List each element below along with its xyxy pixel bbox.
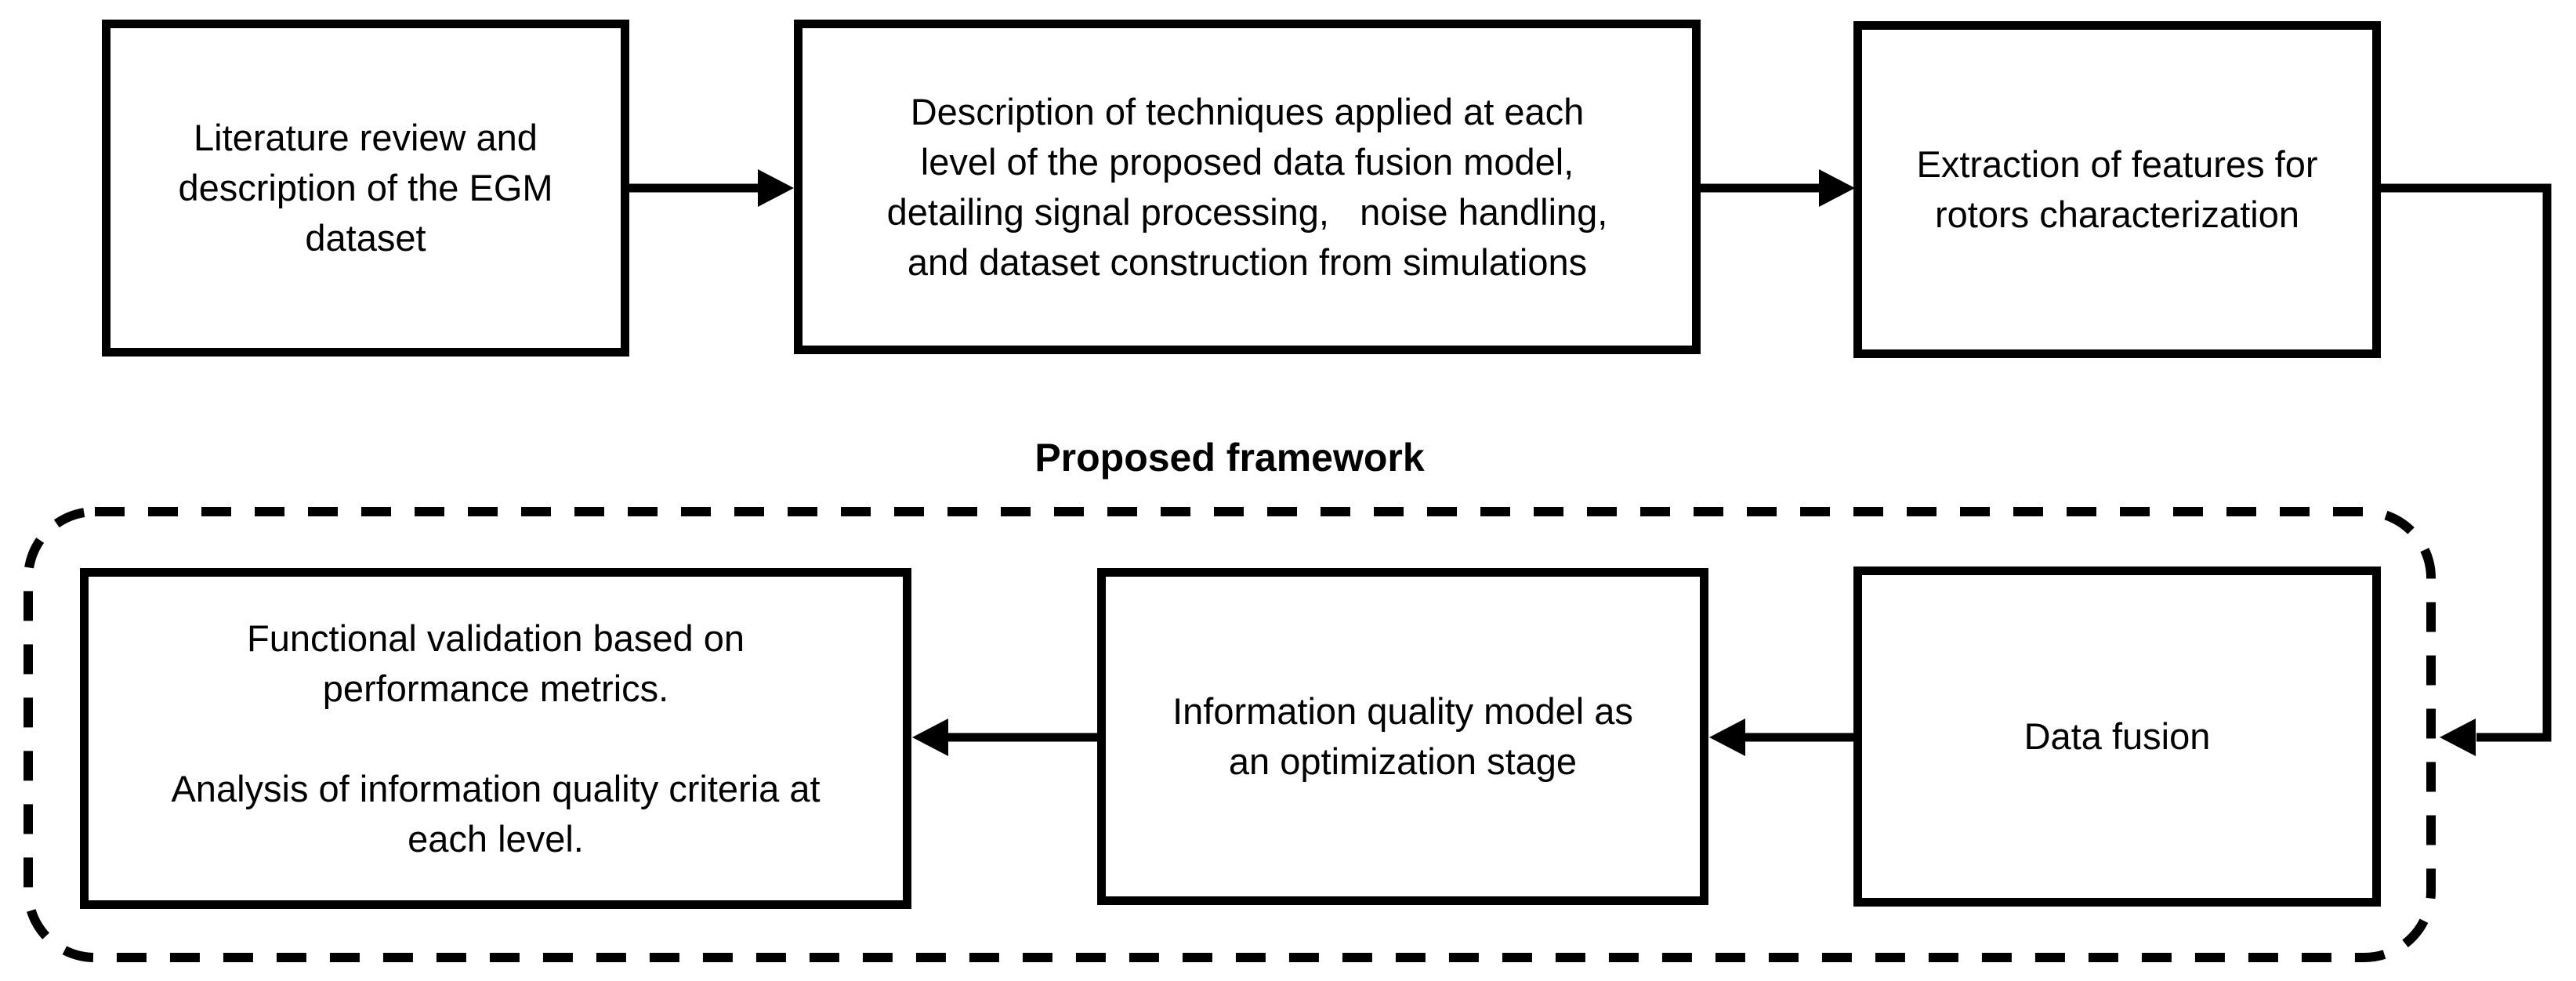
node-functional-validation-text: Functional validation based on performan… bbox=[171, 617, 821, 860]
node-feature-extraction: Extraction of features for rotors charac… bbox=[1853, 21, 2381, 358]
arrow-quality-to-validation-head bbox=[912, 719, 948, 756]
connector-extraction-to-framework-head bbox=[2440, 719, 2476, 756]
node-feature-extraction-text: Extraction of features for rotors charac… bbox=[1916, 143, 2318, 235]
framework-dashed-border bbox=[24, 507, 2436, 962]
node-techniques-description: Description of techniques applied at eac… bbox=[794, 20, 1701, 354]
arrow-literature-to-techniques-head bbox=[758, 169, 794, 207]
connector-extraction-to-framework-line bbox=[2381, 183, 2552, 742]
node-literature-review: Literature review and description of the… bbox=[102, 20, 629, 357]
node-data-fusion-text: Data fusion bbox=[2023, 715, 2211, 757]
node-data-fusion: Data fusion bbox=[1853, 567, 2381, 907]
node-techniques-description-text: Description of techniques applied at eac… bbox=[886, 90, 1608, 283]
framework-label: Proposed framework bbox=[1034, 436, 1425, 480]
node-information-quality-model-text: Information quality model as an optimiza… bbox=[1172, 690, 1633, 782]
arrow-techniques-to-extraction-head bbox=[1819, 169, 1855, 207]
node-literature-review-text: Literature review and description of the… bbox=[178, 117, 553, 259]
node-information-quality-model: Information quality model as an optimiza… bbox=[1097, 568, 1708, 905]
arrow-fusion-to-quality-head bbox=[1709, 719, 1745, 756]
node-functional-validation: Functional validation based on performan… bbox=[80, 568, 911, 909]
